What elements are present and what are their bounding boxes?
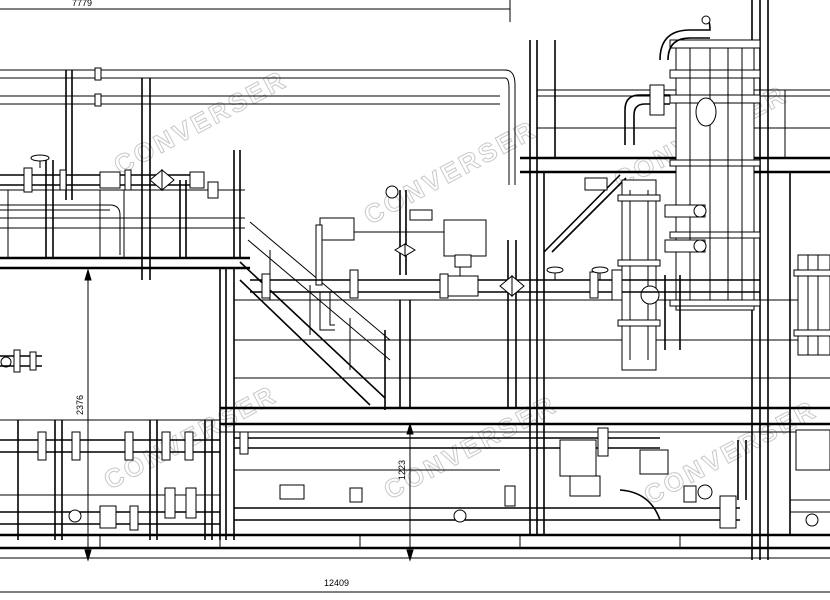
lower-right-equipment (234, 427, 747, 529)
skid-base (0, 533, 830, 559)
watermark-1: CONVERSER (109, 64, 292, 180)
top-dimension: 7779 (0, 0, 511, 22)
bottom-dimension-label: 12409 (324, 578, 349, 588)
watermark-5: CONVERSER (379, 389, 562, 505)
lower-left-equipment (0, 349, 220, 540)
left-upper-platform (0, 150, 250, 270)
dimension-middle-height: 1223 (397, 422, 414, 562)
left-height-label: 2376 (75, 395, 85, 415)
heat-exchanger (624, 15, 761, 311)
vertical-vessel (584, 177, 707, 371)
top-dimension-label: 7779 (72, 0, 92, 8)
middle-height-label: 1223 (397, 460, 407, 480)
upper-pipe-rack (0, 67, 516, 280)
dimension-left-height: 2376 (75, 268, 92, 562)
bottom-dimension: 12409 (0, 578, 830, 593)
right-edge-equipment (790, 254, 830, 527)
process-pipe-middle (250, 266, 760, 331)
instrument-cluster (315, 185, 487, 286)
